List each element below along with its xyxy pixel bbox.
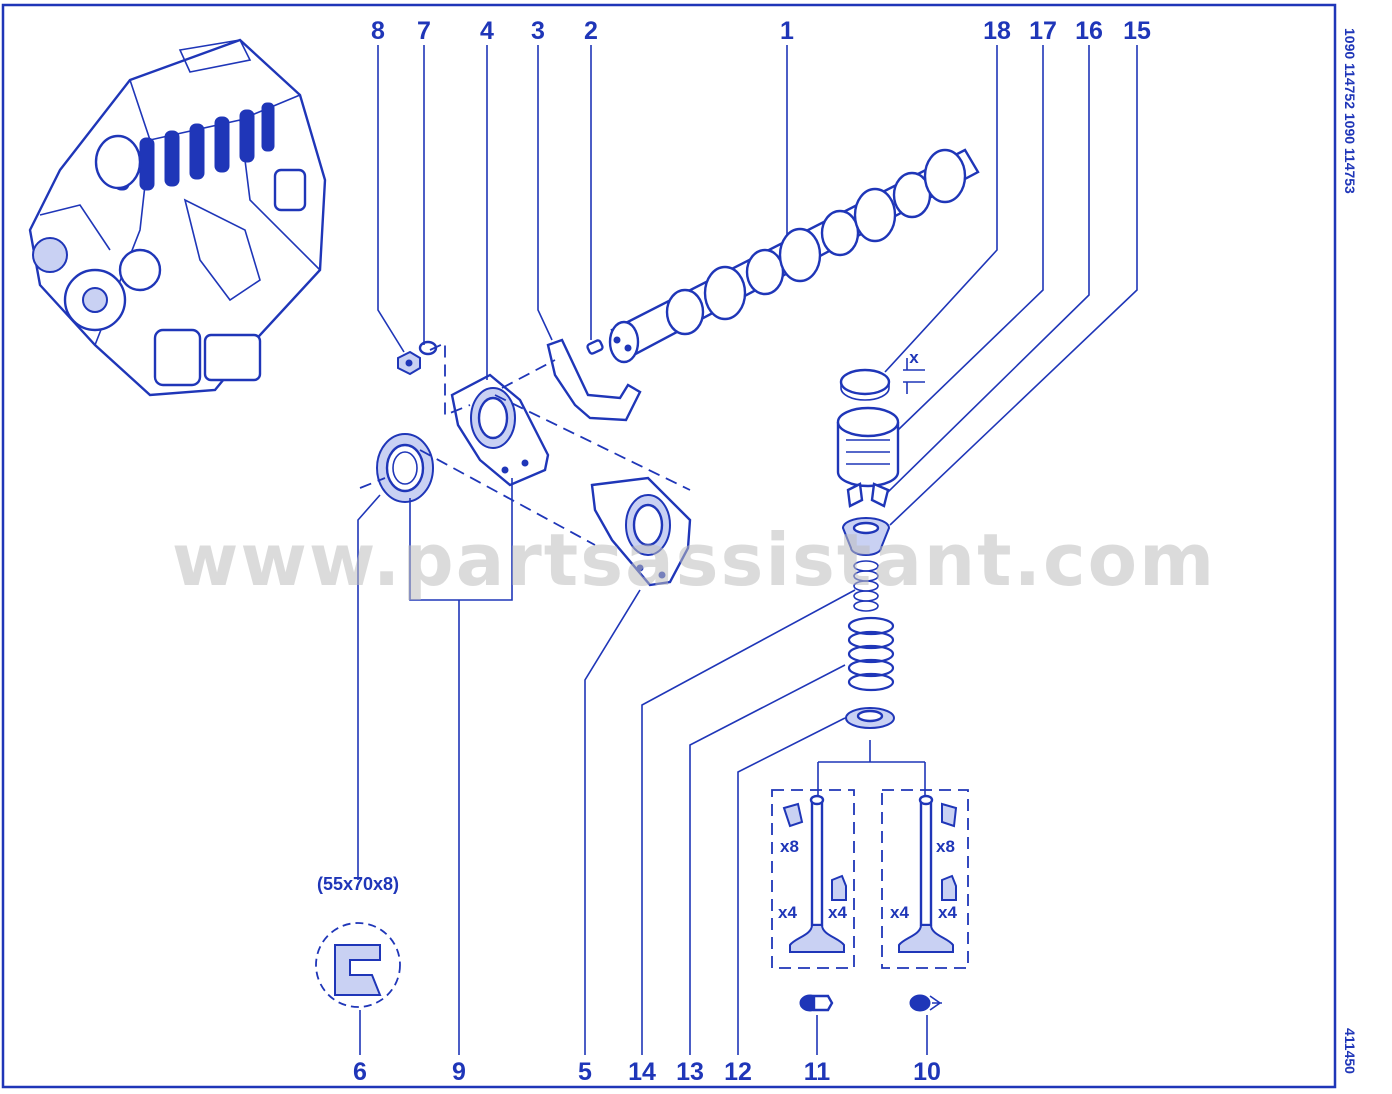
- watermark-text: www.partsassistant.com: [172, 518, 1216, 602]
- seal-profile-detail: [315, 922, 401, 1008]
- nut: [397, 350, 421, 376]
- intake-keeper-icon: [782, 802, 804, 828]
- valve-keepers: [846, 482, 890, 508]
- oil-seal: [376, 433, 434, 503]
- inner-spring: [853, 560, 879, 612]
- assembly-line-top: [429, 341, 471, 417]
- qty-right-seals: x4: [938, 903, 957, 922]
- camshaft: [608, 148, 980, 364]
- callout-15: 15: [1123, 17, 1151, 45]
- callout-3: 3: [531, 17, 545, 45]
- qty-right-keepers: x8: [936, 837, 955, 856]
- qty-left-valves: x4: [778, 903, 797, 922]
- valve-bracket-line: [817, 740, 926, 795]
- callout-13: 13: [676, 1058, 704, 1086]
- engine-thumbnail: [28, 38, 327, 397]
- rocker-arms: [114, 102, 275, 191]
- spring-retainer: [841, 517, 891, 556]
- exhaust-valve: [898, 794, 954, 953]
- callout-14: 14: [628, 1058, 656, 1086]
- callout-6: 6: [353, 1058, 367, 1086]
- exhaust-keeper-icon: [941, 802, 958, 828]
- exhaust-valve-box: [881, 789, 969, 969]
- leader-lines: [357, 45, 1138, 1055]
- shim: [839, 368, 891, 401]
- callout-2: 2: [584, 17, 598, 45]
- exhaust-seal-icon: [941, 874, 957, 901]
- outer-spring: [847, 616, 895, 692]
- qty-left-keepers: x8: [780, 837, 799, 856]
- bearing-bracket: [450, 373, 550, 487]
- qty-left-seals: x4: [828, 903, 847, 922]
- assembly-line-left: [359, 477, 386, 489]
- assembly-line-mid: [419, 449, 596, 546]
- side-code-bottom: 411450: [1342, 1028, 1358, 1074]
- bucket-tappet: [836, 406, 900, 488]
- thrust-plate: [546, 338, 642, 422]
- bearing-bracket-rear: [590, 476, 692, 587]
- clearance-label: x: [909, 348, 919, 367]
- clearance-marker: [903, 358, 925, 394]
- spring-seat: [845, 707, 895, 729]
- callout-17: 17: [1029, 17, 1057, 45]
- callout-12: 12: [724, 1058, 752, 1086]
- cam-lobes: [665, 148, 967, 336]
- side-code-top: 1090 114752 1090 114753: [1342, 28, 1358, 194]
- callout-16: 16: [1075, 17, 1103, 45]
- callout-4: 4: [480, 17, 494, 45]
- callout-10: 10: [913, 1058, 941, 1086]
- dowel-pin: [586, 339, 604, 355]
- intake-marker: [799, 994, 834, 1012]
- intake-seal-icon: [831, 874, 847, 901]
- qty-right-valves: x4: [890, 903, 909, 922]
- seal-dimension-label: (55x70x8): [317, 874, 399, 894]
- callout-18: 18: [983, 17, 1011, 45]
- assembly-line-shaft: [501, 359, 556, 389]
- diagram-frame: [1, 3, 1337, 1089]
- exhaust-marker: [909, 994, 942, 1012]
- callout-5: 5: [578, 1058, 592, 1086]
- assembly-line-bracket: [494, 394, 691, 491]
- callout-9: 9: [452, 1058, 466, 1086]
- callout-7: 7: [417, 17, 431, 45]
- intake-valve: [789, 794, 845, 953]
- callout-1: 1: [780, 17, 794, 45]
- callout-11: 11: [804, 1058, 831, 1086]
- callout-8: 8: [371, 17, 385, 45]
- intake-valve-box: [771, 789, 855, 969]
